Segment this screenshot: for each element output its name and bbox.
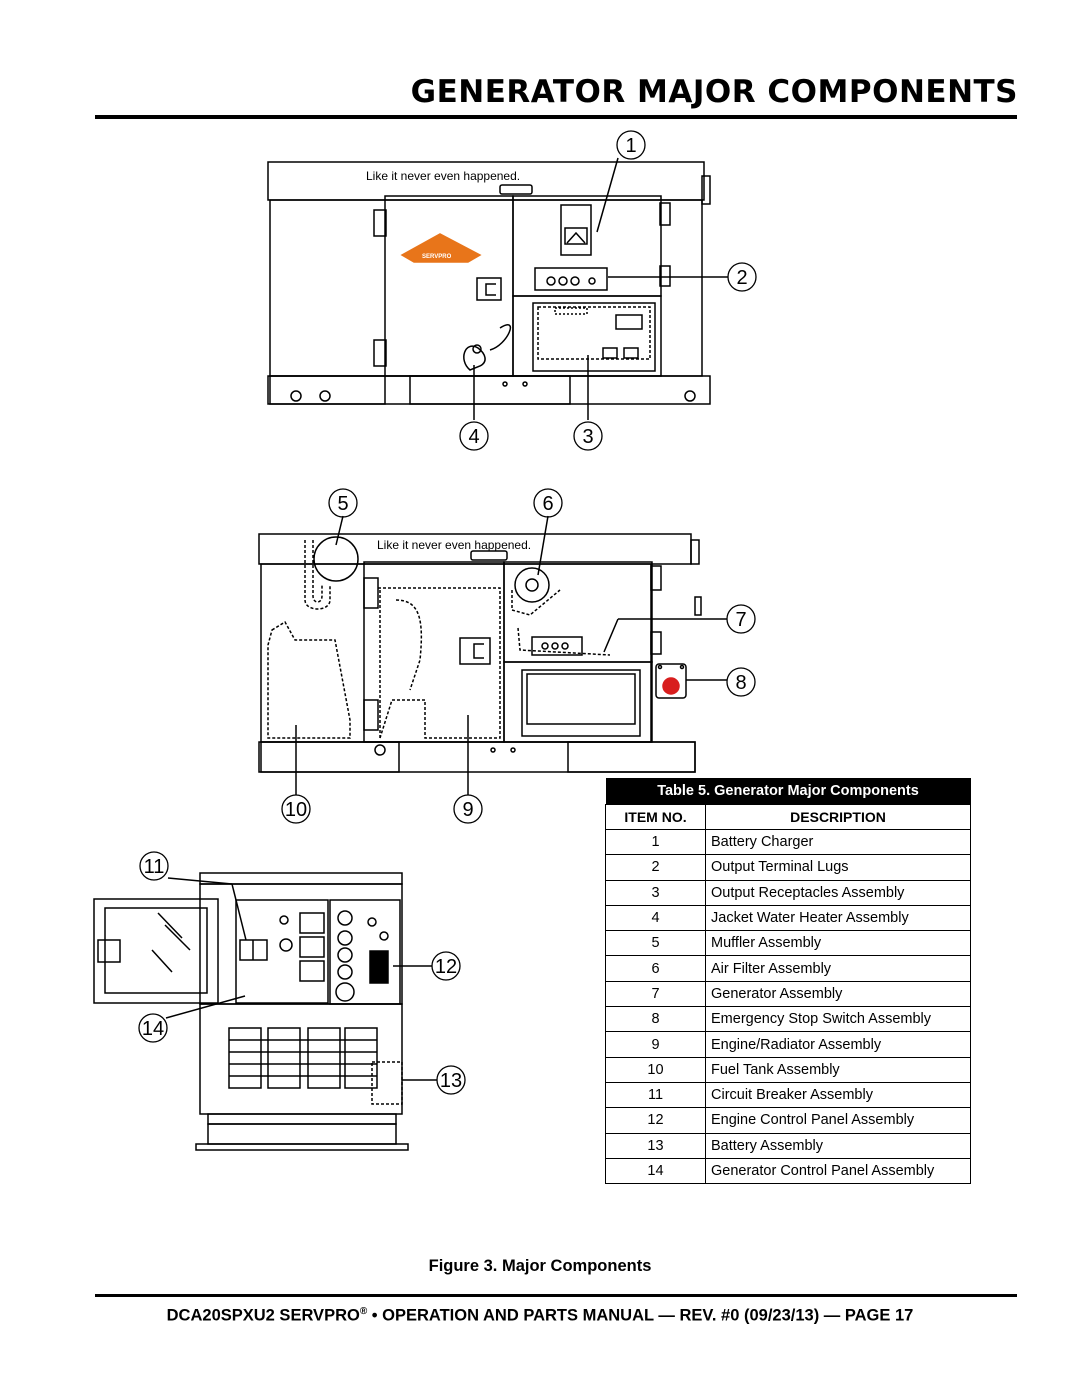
page-title: GENERATOR MAJOR COMPONENTS [410,74,1018,110]
item-number: 4 [605,904,706,932]
callout-numbers: 1 2 3 4 5 6 7 8 9 10 11 12 13 14 [142,135,748,1092]
item-description: Muffler Assembly [705,930,971,957]
generator-side-view [258,533,702,773]
callout-7: 7 [735,609,746,631]
callout-4: 4 [468,426,479,448]
figure-caption: Figure 3. Major Components [428,1257,652,1275]
item-number: 2 [605,854,706,881]
table-caption: Table 5. Generator Major Components [605,778,971,805]
slogan-side: Like it never even happened. [377,538,531,552]
item-description: Generator Control Panel Assembly [705,1157,971,1185]
col-header-item: ITEM NO. [605,804,706,830]
louver-grid [228,1027,378,1089]
callout-11: 11 [144,856,165,878]
footer-rule [95,1294,1017,1297]
item-description: Engine Control Panel Assembly [705,1107,971,1134]
callout-14: 14 [142,1018,164,1040]
item-number: 14 [605,1157,706,1185]
logo-text: SERVPRO [422,254,452,260]
leader-lines [165,157,728,1081]
item-number: 12 [605,1107,706,1134]
item-description: Battery Charger [705,828,971,856]
item-number: 3 [605,879,706,906]
footer-manual-info: • OPERATION AND PARTS MANUAL — REV. #0 (… [367,1306,914,1325]
item-description: Fuel Tank Assembly [705,1056,971,1083]
callout-13: 13 [440,1070,462,1092]
item-description: Battery Assembly [705,1132,971,1159]
item-description: Circuit Breaker Assembly [705,1081,971,1109]
callout-1: 1 [625,135,636,157]
servpro-logo [400,233,482,263]
callout-9: 9 [462,799,473,821]
col-header-description: DESCRIPTION [705,804,971,830]
callout-12: 12 [435,956,457,978]
item-number: 10 [605,1056,706,1083]
item-description: Output Receptacles Assembly [705,879,971,906]
page-footer: DCA20SPXU2 SERVPRO® • OPERATION AND PART… [0,1306,1080,1326]
callout-3: 3 [582,426,593,448]
callout-6: 6 [542,493,553,515]
item-description: Output Terminal Lugs [705,854,971,881]
callout-2: 2 [736,267,747,289]
control-panel-view [93,872,409,1151]
item-description: Emergency Stop Switch Assembly [705,1006,971,1033]
item-number: 7 [605,980,706,1008]
footer-model: DCA20SPXU2 SERVPRO [166,1306,360,1325]
header-rule [95,115,1017,119]
item-number: 9 [605,1031,706,1058]
item-number: 11 [605,1081,706,1109]
callout-5: 5 [337,493,348,515]
item-description: Air Filter Assembly [705,955,971,982]
item-number: 6 [605,955,706,982]
major-components-figure: Like it never even happened. Like it nev… [93,130,757,1151]
generator-front-view [267,161,711,405]
item-number: 5 [605,930,706,957]
item-number: 13 [605,1132,706,1159]
callout-circles [138,130,757,1095]
item-number: 1 [605,828,706,856]
callout-10: 10 [285,799,307,821]
components-table: Table 5. Generator Major Components ITEM… [605,778,971,1185]
footer-registered-mark: ® [359,1306,368,1317]
callout-8: 8 [735,672,746,694]
item-number: 8 [605,1006,706,1033]
slogan-top: Like it never even happened. [366,169,520,183]
item-description: Jacket Water Heater Assembly [705,904,971,932]
item-description: Generator Assembly [705,980,971,1008]
item-description: Engine/Radiator Assembly [705,1031,971,1058]
